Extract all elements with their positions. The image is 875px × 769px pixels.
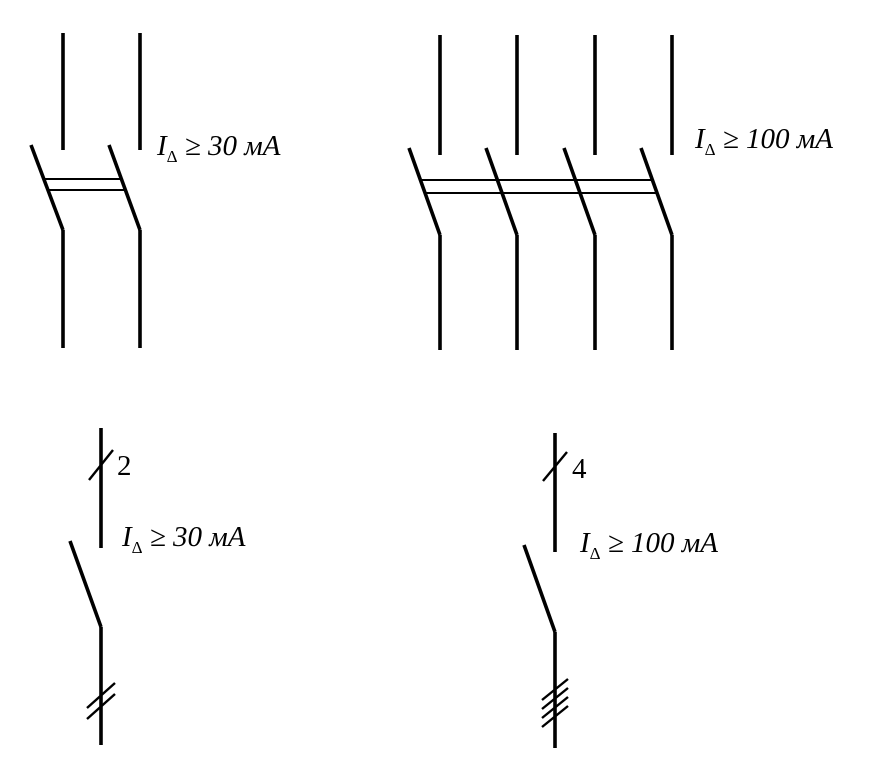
current-symbol: I: [695, 123, 705, 155]
rcd-2pole-symbol: [29, 33, 142, 348]
rcd-4pole-single-line-rating-label: IΔ ≥ 100 мА: [580, 527, 718, 563]
current-symbol: I: [122, 521, 132, 553]
pole-count-label: 4: [572, 453, 587, 485]
rcd-2pole-rating-label: IΔ ≥ 30 мА: [157, 130, 281, 166]
current-symbol: I: [580, 527, 590, 559]
pole-1-contact-blade: [29, 144, 65, 231]
current-subscript: Δ: [589, 544, 601, 563]
rcd-4pole-symbol: [407, 35, 674, 350]
pole-count-tick-bottom-1: [541, 678, 569, 701]
rcd-2pole-single-line-rating-label: IΔ ≥ 30 мА: [122, 521, 246, 557]
rating-relation: ≥ 30 мА: [177, 130, 281, 162]
pole-2-contact-blade: [484, 147, 519, 236]
rcd-2pole-single-line-symbol: [68, 428, 116, 745]
current-subscript: Δ: [131, 538, 143, 557]
current-symbol: I: [157, 130, 167, 162]
pole-3-contact-blade: [562, 147, 597, 236]
pole-count-tick-bottom-4: [541, 705, 569, 728]
pole-count-tick-bottom-1: [86, 682, 116, 709]
rating-relation: ≥ 30 мА: [142, 521, 246, 553]
contact-blade: [522, 544, 557, 633]
pole-2-contact-blade: [107, 144, 142, 231]
pole-4-contact-blade: [639, 147, 674, 236]
rating-relation: ≥ 100 мА: [715, 123, 833, 155]
current-subscript: Δ: [166, 147, 178, 166]
pole-count-label: 2: [117, 450, 132, 482]
pole-1-contact-blade: [407, 147, 442, 236]
pole-count-tick-bottom-2: [541, 687, 569, 710]
rcd-4pole-rating-label: IΔ ≥ 100 мА: [695, 123, 833, 159]
pole-count-tick: [542, 451, 568, 482]
rcd-4pole-single-line-symbol: [522, 433, 569, 748]
pole-count-tick-bottom-2: [86, 693, 116, 720]
current-subscript: Δ: [704, 140, 716, 159]
contact-blade: [68, 540, 103, 628]
pole-count-tick-bottom-3: [541, 696, 569, 719]
rating-relation: ≥ 100 мА: [600, 527, 718, 559]
pole-count-tick: [88, 449, 114, 481]
